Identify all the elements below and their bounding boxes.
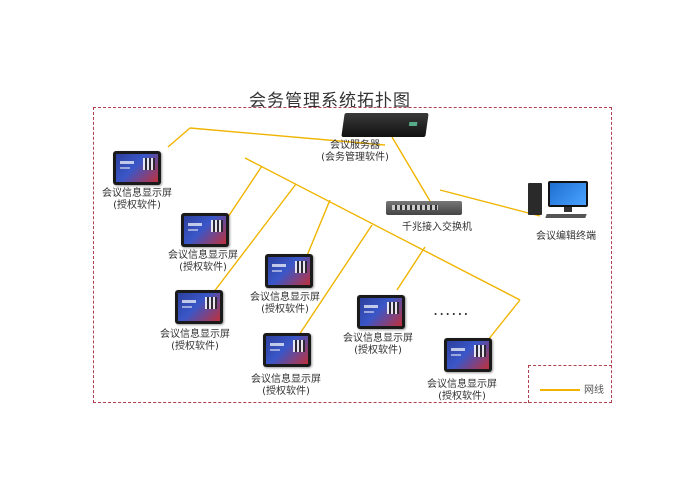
tablet-name: 会议信息显示屏: [102, 188, 172, 199]
tablet-software: (授权软件): [113, 200, 161, 211]
cable-main-diagonal: [244, 157, 521, 301]
tablet-label-6: 会议信息显示屏 (授权软件): [251, 374, 321, 398]
cable-server-switch: [391, 136, 431, 202]
switch-label: 千兆接入交换机: [402, 222, 472, 233]
tablet-name: 会议信息显示屏: [251, 374, 321, 385]
display-tablet-icon: [113, 151, 161, 185]
server-software: (会务管理软件): [321, 152, 389, 163]
tablet-label-2: 会议信息显示屏 (授权软件): [168, 250, 238, 274]
tablet-name: 会议信息显示屏: [343, 333, 413, 344]
tablet-software: (授权软件): [354, 345, 402, 356]
tablet-label-4: 会议信息显示屏 (授权软件): [160, 329, 230, 353]
client-label: 会议编辑终端: [536, 231, 596, 242]
monitor-stand: [564, 207, 572, 212]
legend-cable-swatch: [540, 389, 580, 391]
tablet-name: 会议信息显示屏: [160, 329, 230, 340]
cable-tablet-3: [212, 183, 297, 294]
display-tablet-icon: [175, 290, 223, 324]
legend-label: 网线: [584, 385, 604, 396]
keyboard-icon: [545, 214, 587, 218]
server-name: 会议服务器: [330, 140, 380, 151]
tablet-label-5: 会议信息显示屏 (授权软件): [343, 333, 413, 357]
network-boundary: [93, 107, 612, 403]
tablet-label-3: 会议信息显示屏 (授权软件): [250, 292, 320, 316]
tablet-name: 会议信息显示屏: [168, 250, 238, 261]
cable-tablet-6: [396, 246, 426, 291]
cable-tablet-5: [298, 224, 373, 336]
pc-tower-icon: [528, 183, 542, 215]
tablet-label-1: 会议信息显示屏 (授权软件): [102, 188, 172, 212]
diagram-title: 会务管理系统拓扑图: [249, 91, 411, 111]
cable-backbone-top: [189, 127, 386, 146]
tablet-software: (授权软件): [438, 391, 486, 402]
switch-icon: [386, 201, 462, 215]
display-tablet-icon: [265, 254, 313, 288]
display-tablet-icon: [263, 333, 311, 367]
tablet-label-7: 会议信息显示屏 (授权软件): [427, 379, 497, 403]
display-tablet-icon: [444, 338, 492, 372]
cable-tablet-4: [305, 199, 331, 259]
display-tablet-icon: [357, 295, 405, 329]
tablet-software: (授权软件): [262, 386, 310, 397]
tablet-software: (授权软件): [171, 341, 219, 352]
legend-box: [528, 365, 612, 403]
cable-tablet-2: [227, 165, 263, 218]
tablet-software: (授权软件): [179, 262, 227, 273]
display-tablet-icon: [181, 213, 229, 247]
server-label: 会议服务器 (会务管理软件): [321, 140, 389, 164]
more-devices-ellipsis: ......: [433, 300, 470, 319]
cable-tablet-7: [487, 299, 521, 341]
monitor-icon: [548, 181, 588, 207]
tablet-name: 会议信息显示屏: [250, 292, 320, 303]
tablet-name: 会议信息显示屏: [427, 379, 497, 390]
server-icon: [341, 113, 429, 137]
cable-server-to-tablet-1: [167, 127, 191, 148]
cable-switch-client: [439, 189, 541, 217]
tablet-software: (授权软件): [261, 304, 309, 315]
